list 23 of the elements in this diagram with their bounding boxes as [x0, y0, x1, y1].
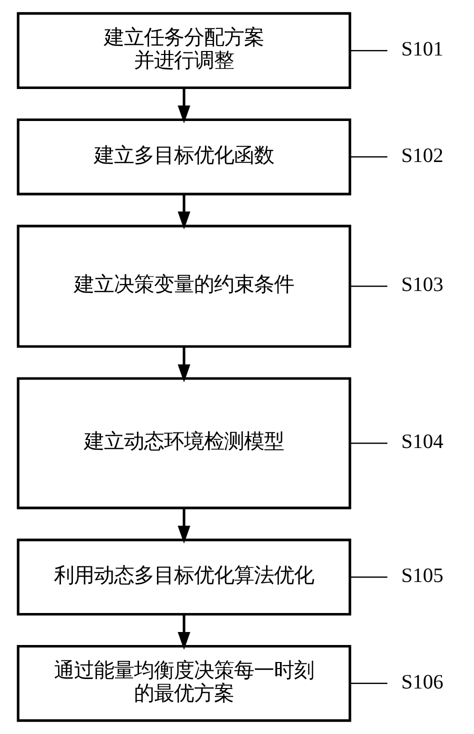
- connector: [350, 576, 387, 578]
- arrow: [177, 508, 190, 544]
- arrow: [177, 88, 190, 124]
- node-text: S103: [400, 274, 443, 296]
- node-box: 建立决策变量的约束条件: [16, 224, 351, 348]
- connector: [350, 442, 387, 444]
- node-box: 利用动态多目标优化算法优化: [16, 538, 351, 616]
- node-text: S104: [400, 431, 443, 454]
- node-text: S102: [400, 144, 443, 167]
- node-box: 建立任务分配方案并进行调整: [16, 12, 351, 90]
- connector: [350, 50, 387, 52]
- node-text: S105: [400, 564, 443, 587]
- node-box: 建立动态环境检测模型: [16, 377, 351, 510]
- node-text: S106: [400, 671, 443, 694]
- arrow: [177, 614, 190, 650]
- connector: [350, 682, 387, 684]
- node-box: 建立多目标优化函数: [16, 118, 351, 196]
- node-box: 通过能量均衡度决策每一时刻的最优方案: [16, 644, 351, 722]
- connector: [350, 286, 387, 287]
- arrow: [177, 194, 190, 230]
- arrow: [177, 346, 190, 382]
- node-text: S101: [400, 38, 443, 60]
- connector: [350, 156, 387, 158]
